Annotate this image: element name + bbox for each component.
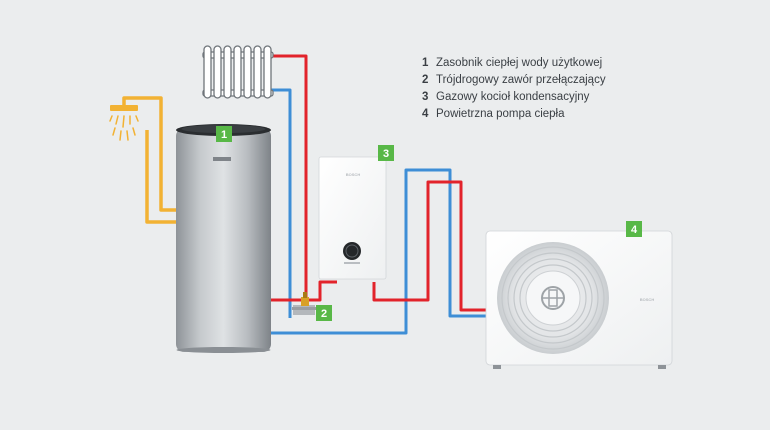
legend-label: Powietrzna pompa ciepła	[436, 108, 565, 120]
heating-pipes	[270, 54, 486, 335]
legend-item-3: 3 Gazowy kocioł kondensacyjny	[422, 89, 606, 106]
legend-item-4: 4 Powietrzna pompa ciepła	[422, 106, 606, 123]
legend-number: 3	[422, 91, 429, 103]
legend: 1 Zasobnik ciepłej wody użytkowej 2 Trójdr…	[422, 55, 606, 123]
badge-heat-pump: 4	[626, 221, 642, 237]
svg-text:2: 2	[321, 308, 327, 320]
dhw-pipe	[122, 96, 176, 224]
svg-text:3: 3	[383, 148, 389, 160]
legend-label: Zasobnik ciepłej wody użytkowej	[436, 57, 603, 69]
svg-text:1: 1	[221, 129, 227, 141]
hot-water-cylinder	[176, 124, 271, 353]
legend-number: 4	[422, 108, 429, 120]
gas-boiler: BOSCH	[318, 156, 387, 280]
legend-number: 2	[422, 74, 429, 86]
shower-icon	[109, 105, 139, 141]
legend-number: 1	[422, 57, 429, 69]
legend-label: Gazowy kocioł kondensacyjny	[436, 91, 590, 103]
radiator-icon	[202, 45, 274, 99]
badge-boiler: 3	[378, 145, 394, 161]
badge-cylinder: 1	[216, 126, 232, 142]
legend-label: Trójdrogowy zawór przełączający	[436, 74, 606, 86]
air-heat-pump: BOSCH	[485, 230, 673, 369]
three-way-valve	[292, 292, 316, 315]
badge-valve: 2	[316, 305, 332, 321]
brand-logo-icon	[541, 286, 565, 310]
legend-item-1: 1 Zasobnik ciepłej wody użytkowej	[422, 55, 606, 72]
boiler-brand-label: BOSCH	[346, 172, 361, 177]
legend-item-2: 2 Trójdrogowy zawór przełączający	[422, 72, 606, 89]
heat-pump-brand-label: BOSCH	[640, 297, 655, 302]
svg-text:4: 4	[631, 224, 638, 236]
